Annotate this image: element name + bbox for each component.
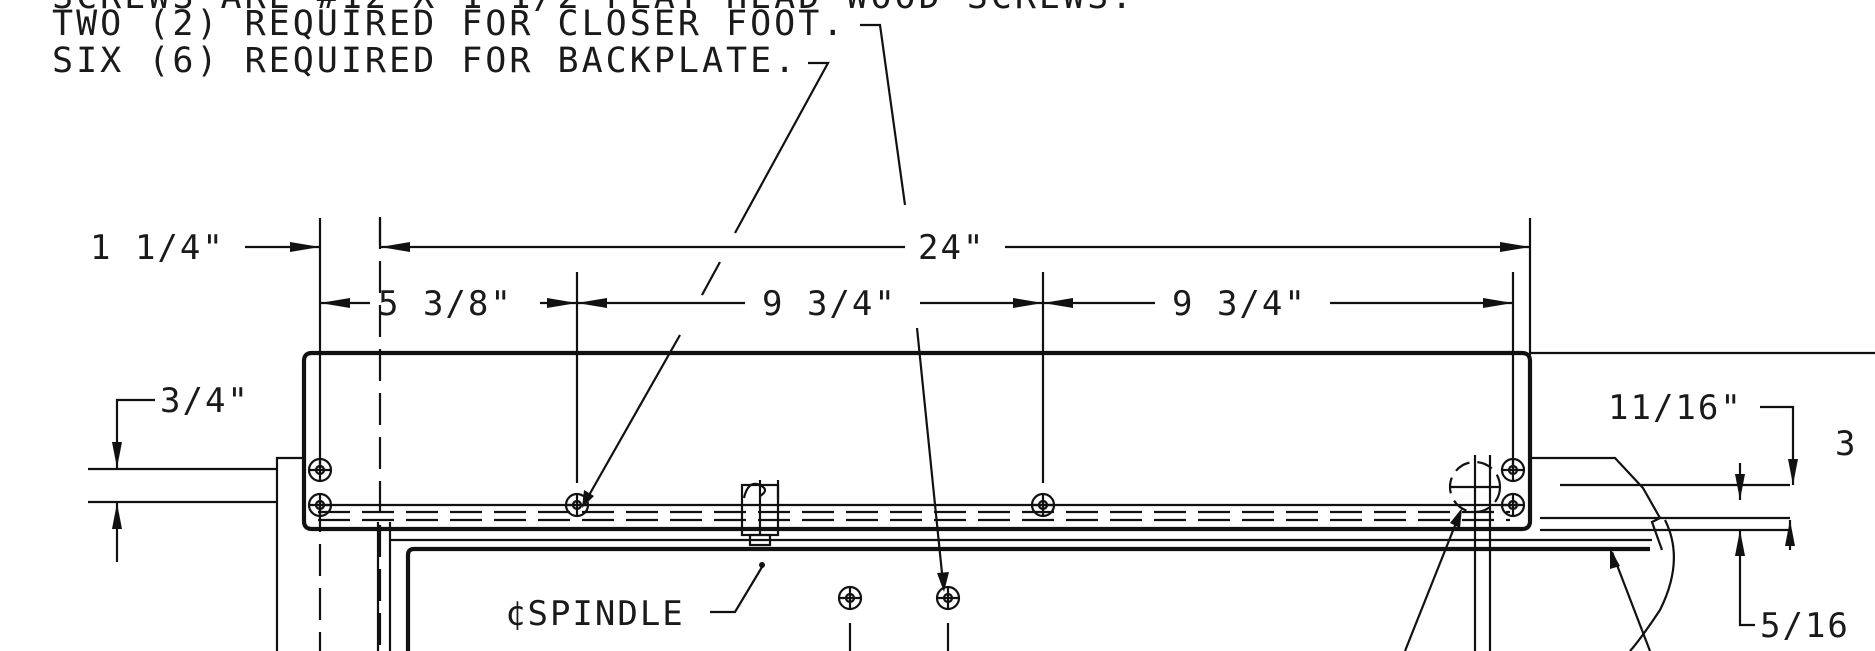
dashed-circle [1403, 455, 1502, 651]
dimension-overall: 24" [380, 228, 1530, 268]
dimension-first-spacing: 5 3/8" [320, 284, 577, 324]
dimension-second-spacing: 9 3/4" [577, 284, 1043, 324]
dimension-third-spacing-label: 9 3/4" [1172, 284, 1307, 324]
dashed-lines [318, 217, 1510, 651]
dimension-vertical-offset-label: 3/4" [160, 381, 250, 421]
dimension-right-top: 11/16" [1608, 388, 1798, 500]
closer-foot [1530, 351, 1875, 651]
dimension-edge-offset-label: 1 1/4" [90, 228, 225, 268]
dimension-third-spacing: 9 3/4" [1043, 284, 1513, 324]
screw-hole-right-top [1500, 457, 1526, 483]
dimension-second-spacing-label: 9 3/4" [762, 284, 897, 324]
backplate [301, 350, 1533, 532]
dimension-right-bottom: 5/16 [1735, 520, 1850, 646]
dimension-overall-label: 24" [918, 228, 985, 268]
note-line-2: TWO (2) REQUIRED FOR CLOSER FOOT. [52, 4, 846, 44]
dimension-vertical-offset: 3/4" [112, 381, 250, 562]
screw-hole-right-bottom [1500, 492, 1526, 518]
dimension-edge-offset: 1 1/4" [90, 228, 320, 268]
screw-holes [307, 457, 1526, 611]
screw-hole-2 [564, 492, 590, 518]
note-line-3: SIX (6) REQUIRED FOR BACKPLATE. [52, 41, 798, 81]
extension-lines [318, 218, 1532, 651]
lower-body [376, 522, 1652, 651]
spindle-callout: ¢SPINDLE [505, 562, 765, 634]
screw-hole-left-bottom [307, 492, 333, 518]
left-bracket [88, 456, 304, 651]
screw-hole-foot-right [935, 585, 961, 611]
note-line-1: SCREWS ARE #12 X 1-1/2 FLAT HEAD WOOD SC… [52, 0, 1135, 17]
screw-hole-3 [1030, 492, 1056, 518]
spindle [740, 480, 780, 547]
spindle-label: ¢SPINDLE [505, 594, 685, 634]
dimension-right-bottom-label: 5/16 [1760, 606, 1850, 646]
dimension-right-cut-label: 3 [1835, 424, 1857, 464]
screw-hole-foot-left [837, 585, 863, 611]
dimension-first-spacing-label: 5 3/8" [378, 284, 513, 324]
screw-hole-left-top [307, 457, 333, 483]
dimension-right-top-label: 11/16" [1608, 388, 1743, 428]
